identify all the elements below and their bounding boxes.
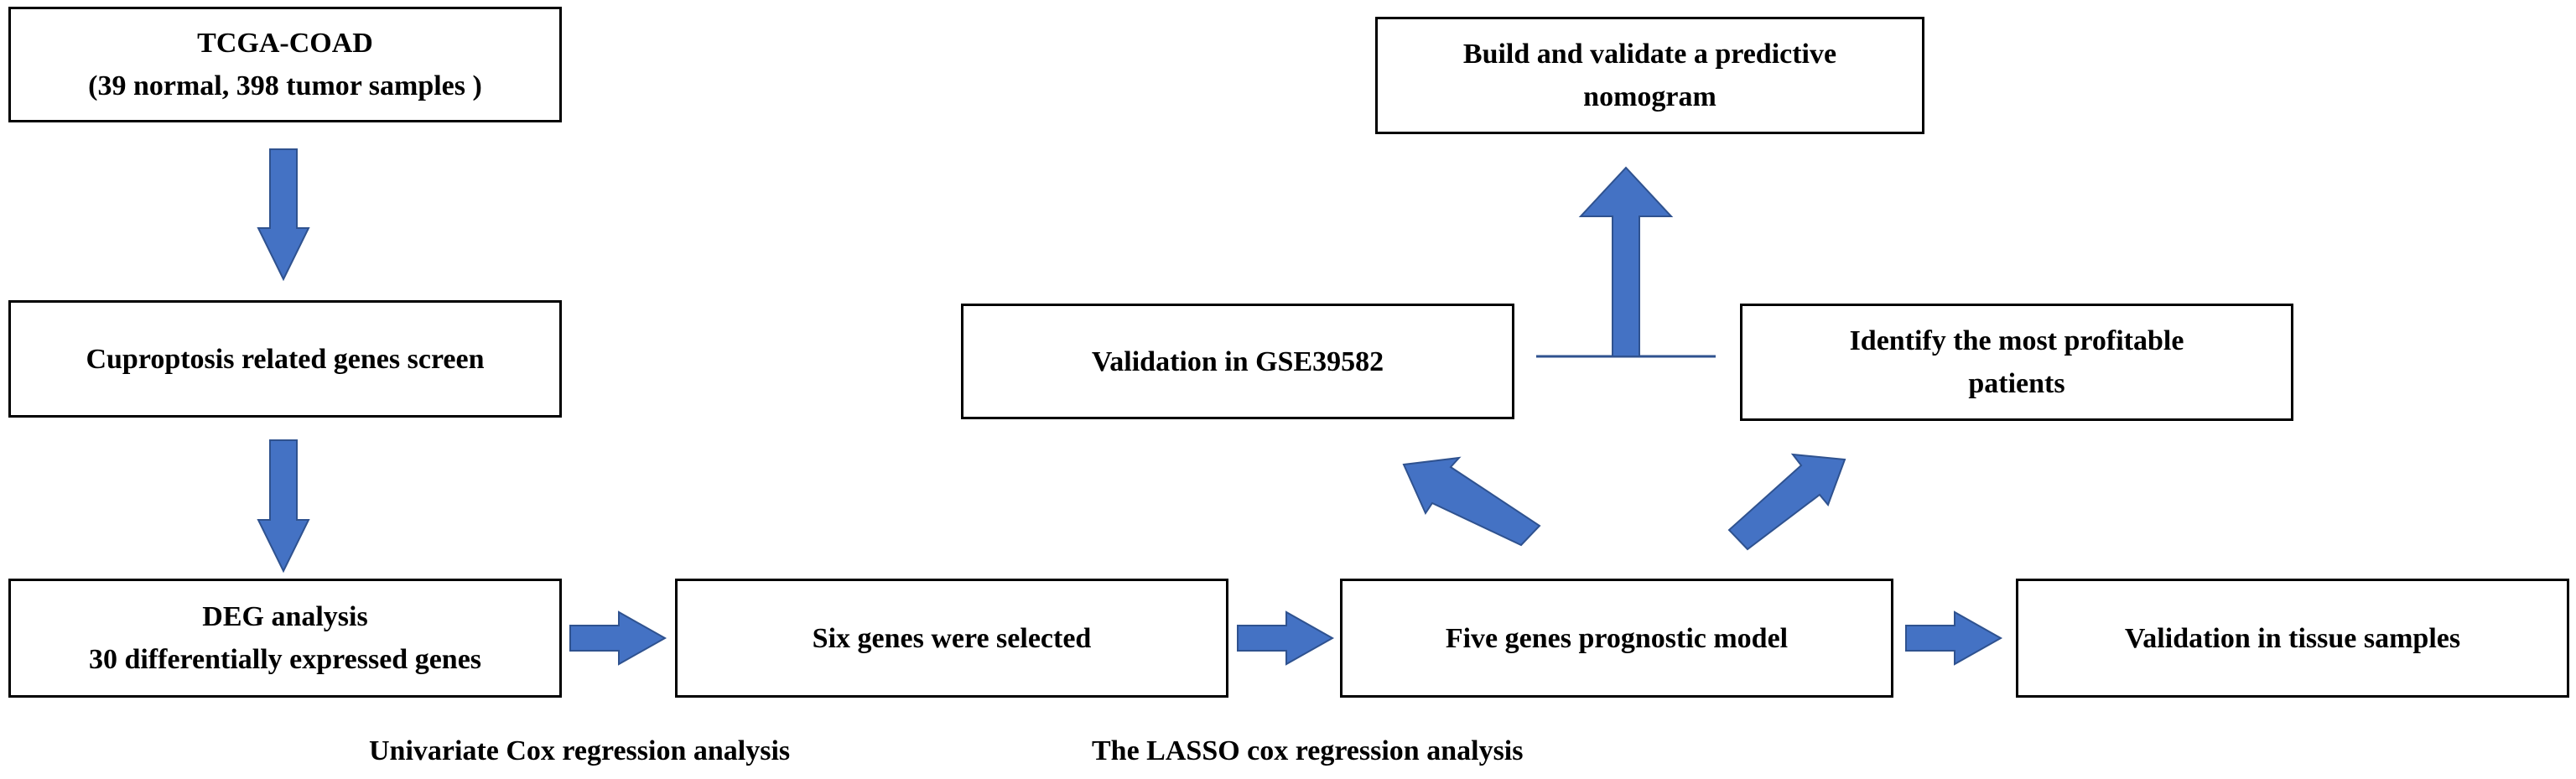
tcga-coad-box: TCGA-COAD (39 normal, 398 tumor samples … bbox=[8, 7, 562, 122]
up-arrow-icon bbox=[1578, 166, 1674, 357]
lasso-cox-caption: The LASSO cox regression analysis bbox=[1092, 735, 1524, 766]
down-arrow-icon bbox=[257, 439, 310, 574]
six-genes-box: Six genes were selected bbox=[675, 579, 1228, 698]
down-arrow-icon bbox=[257, 148, 310, 282]
tcga-coad-title: TCGA-COAD bbox=[197, 28, 373, 59]
diagonal-arrow-up-left-icon bbox=[1402, 456, 1541, 547]
right-arrow-icon bbox=[1237, 610, 1335, 666]
profitable-patients-line2: patients bbox=[1968, 368, 2065, 399]
tissue-validation-box: Validation in tissue samples bbox=[2016, 579, 2569, 698]
five-genes-model-box: Five genes prognostic model bbox=[1340, 579, 1893, 698]
cuproptosis-genes-label: Cuproptosis related genes screen bbox=[86, 343, 485, 375]
cuproptosis-genes-box: Cuproptosis related genes screen bbox=[8, 300, 562, 418]
six-genes-label: Six genes were selected bbox=[812, 622, 1092, 654]
nomogram-line2: nomogram bbox=[1583, 81, 1716, 112]
gse-validation-box: Validation in GSE39582 bbox=[961, 304, 1514, 419]
deg-analysis-box: DEG analysis 30 differentially expressed… bbox=[8, 579, 562, 698]
profitable-patients-line1: Identify the most profitable bbox=[1849, 325, 2184, 356]
nomogram-box: Build and validate a predictive nomogram bbox=[1375, 17, 1924, 134]
deg-analysis-count: 30 differentially expressed genes bbox=[88, 644, 482, 675]
univariate-cox-caption: Univariate Cox regression analysis bbox=[369, 735, 791, 766]
gse-validation-label: Validation in GSE39582 bbox=[1091, 345, 1384, 377]
tcga-coad-samples: (39 normal, 398 tumor samples ) bbox=[88, 70, 482, 101]
tissue-validation-label: Validation in tissue samples bbox=[2124, 622, 2461, 654]
diagonal-arrow-up-right-icon bbox=[1727, 453, 1846, 551]
right-arrow-icon bbox=[1905, 610, 2003, 666]
right-arrow-icon bbox=[569, 610, 667, 666]
deg-analysis-title: DEG analysis bbox=[202, 601, 368, 632]
nomogram-line1: Build and validate a predictive bbox=[1462, 39, 1837, 70]
five-genes-model-label: Five genes prognostic model bbox=[1445, 622, 1789, 654]
profitable-patients-box: Identify the most profitable patients bbox=[1740, 304, 2293, 421]
